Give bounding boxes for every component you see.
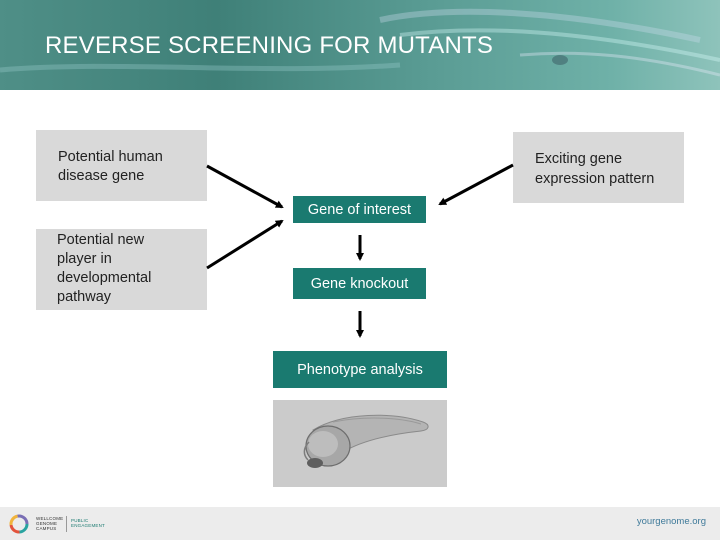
- zebrafish-banner-texture: [0, 8, 720, 77]
- logo-sub-line-1: PUBLIC: [71, 518, 89, 523]
- logo-line-3: CAMPUS: [36, 526, 57, 531]
- phenotype-analysis-box: Phenotype analysis: [273, 351, 447, 388]
- expression-pattern-box: Exciting gene expression pattern: [513, 132, 684, 203]
- developmental-pathway-box: Potential new player in developmental pa…: [36, 229, 207, 310]
- campus-ring-icon: [9, 514, 29, 534]
- zebrafish-embryo-illustration: [273, 400, 447, 487]
- footer-url[interactable]: yourgenome.org: [636, 516, 706, 527]
- zebrafish-embryo-image: [273, 400, 447, 487]
- gene-of-interest-box: Gene of interest: [293, 196, 426, 223]
- phenotype-analysis-label: Phenotype analysis: [297, 361, 423, 378]
- gene-knockout-label: Gene knockout: [310, 275, 409, 292]
- arrow-expression-to-interest: [438, 163, 514, 206]
- human-disease-line-1: Potential human: [58, 149, 163, 165]
- logo-line-2: GENOME: [36, 521, 58, 526]
- footer-bar: [0, 507, 720, 540]
- header-banner: REVERSE SCREENING FOR MUTANTS: [0, 0, 720, 90]
- developmental-line-1: Potential new: [57, 232, 145, 248]
- human-disease-gene-box: Potential human disease gene: [36, 130, 207, 201]
- arrow-developmental-to-interest: [206, 219, 284, 270]
- page-title: REVERSE SCREENING FOR MUTANTS: [45, 32, 494, 59]
- gene-of-interest-label: Gene of interest: [307, 201, 412, 218]
- developmental-line-2: player in: [57, 251, 112, 267]
- logo-sub-line-2: ENGAGEMENT: [71, 523, 106, 528]
- developmental-line-4: pathway: [57, 289, 112, 305]
- human-disease-line-2: disease gene: [58, 168, 145, 184]
- developmental-line-3: developmental: [57, 270, 152, 286]
- expression-pattern-line-1: Exciting gene: [535, 151, 623, 167]
- logo-line-1: WELLCOME: [36, 516, 64, 521]
- expression-pattern-line-2: expression pattern: [535, 171, 655, 187]
- logo-divider: [66, 516, 67, 532]
- arrow-disease-to-interest: [206, 164, 284, 209]
- wellcome-genome-campus-logo: WELLCOME GENOME CAMPUS PUBLIC ENGAGEMENT: [8, 512, 118, 536]
- gene-knockout-box: Gene knockout: [293, 268, 426, 299]
